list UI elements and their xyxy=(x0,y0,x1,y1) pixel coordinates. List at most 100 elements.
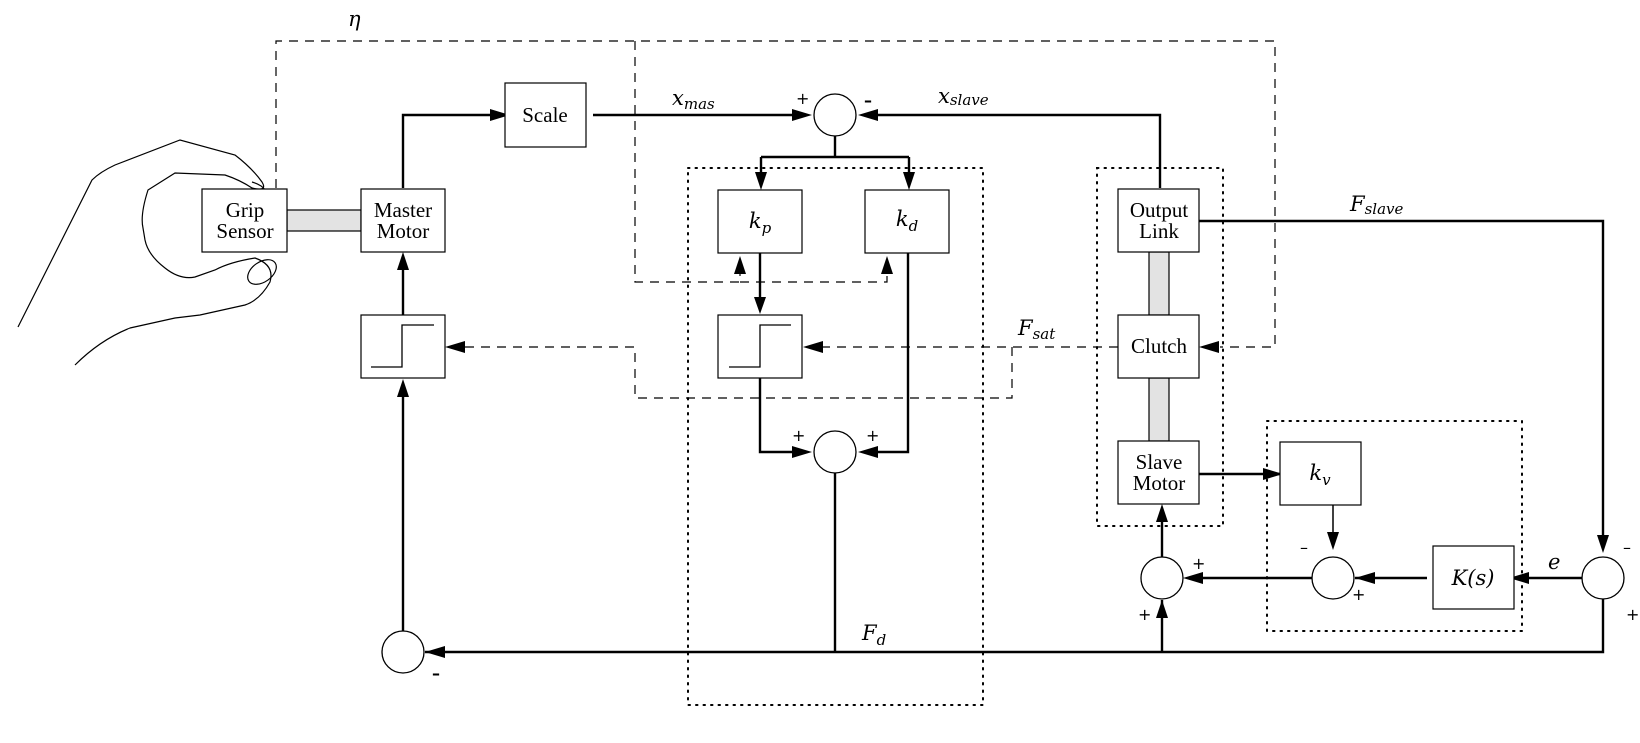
kd-label: k xyxy=(896,207,909,231)
controller-ks-block[interactable]: K(s) xyxy=(1432,545,1515,610)
svg-text:xmas: xmas xyxy=(672,86,715,113)
fd-sub: d xyxy=(877,631,887,649)
arrow-to-sat xyxy=(754,297,766,314)
sign-minus: – xyxy=(1623,538,1631,557)
slave-motor-label-1: Slave xyxy=(1136,450,1183,474)
sign-plus: + xyxy=(792,426,805,445)
kv-sub: v xyxy=(1322,471,1331,489)
arrow-dashed-to-sat xyxy=(803,341,823,353)
velocity-sum[interactable] xyxy=(1311,556,1355,600)
fslave-sub: slave xyxy=(1365,200,1404,218)
arrow-to-ks xyxy=(1509,572,1529,584)
arrow-xslave xyxy=(858,109,878,121)
slave-controller-group xyxy=(1266,420,1523,632)
saturation-icon xyxy=(371,324,434,368)
kp-label: k xyxy=(749,209,762,233)
arrow-dashed-to-kp xyxy=(734,256,746,274)
svg-text:Fd: Fd xyxy=(861,621,886,649)
master-motor-label-1: Master xyxy=(374,198,432,222)
output-link-label-1: Output xyxy=(1130,198,1189,222)
arrow-to-slave-motor xyxy=(1156,504,1168,522)
output-clutch-shaft xyxy=(1148,251,1170,316)
eta-dashed-path xyxy=(275,40,1276,348)
fsat-return-dashed-path xyxy=(465,346,1013,399)
arrow-dashed-to-master-sat xyxy=(445,341,465,353)
slave-motor-label-2: Motor xyxy=(1133,471,1186,495)
arrow-xmas xyxy=(792,109,812,121)
slave-motor-block[interactable]: Slave Motor xyxy=(1117,440,1200,505)
arrow-to-kd xyxy=(903,172,915,190)
master-motor-label-2: Motor xyxy=(377,219,430,243)
arrow-fd-to-slave-sum xyxy=(1156,600,1168,618)
master-motor-block[interactable]: Master Motor xyxy=(360,188,446,253)
solid-wires xyxy=(401,113,1605,654)
svg-text:kp: kp xyxy=(749,209,772,237)
arrow-ks-to-sum xyxy=(1355,572,1375,584)
sign-plus: + xyxy=(1352,585,1365,604)
fsat-sub: sat xyxy=(1033,325,1057,343)
kv-block[interactable]: kv xyxy=(1279,441,1362,506)
ks-label: K(s) xyxy=(1451,566,1495,590)
clutch-motor-shaft xyxy=(1148,377,1170,442)
arrow-to-slave-sum xyxy=(1183,572,1203,584)
master-force-sum[interactable] xyxy=(381,630,425,674)
signal-labels: η xmas xslave Fslave Fsat Fd e xyxy=(348,7,1560,649)
arrowheads xyxy=(397,109,1609,658)
eta-label: η xyxy=(348,7,361,31)
arrow-to-kp xyxy=(755,172,767,190)
grip-sensor-label-1: Grip xyxy=(226,198,265,222)
kd-block[interactable]: kd xyxy=(864,189,950,254)
error-sum[interactable] xyxy=(1581,556,1625,600)
fslave-label: F xyxy=(1349,192,1366,216)
svg-text:kd: kd xyxy=(896,207,918,235)
arrow-dashed-to-kd xyxy=(881,256,893,274)
kp-sub: p xyxy=(762,219,772,237)
sign-minus: – xyxy=(1300,538,1308,557)
saturation-icon xyxy=(729,324,791,368)
pd-sum[interactable] xyxy=(813,430,857,474)
slave-device-group xyxy=(1096,167,1224,527)
svg-text:kv: kv xyxy=(1309,461,1331,489)
arrow-to-master-sum xyxy=(425,646,445,658)
arrow-to-master-motor xyxy=(397,252,409,270)
clutch-label: Clutch xyxy=(1131,334,1187,358)
xslave-label: x xyxy=(938,84,950,108)
grip-sensor-label-2: Sensor xyxy=(216,219,273,243)
clutch-block[interactable]: Clutch xyxy=(1117,314,1200,379)
grip-sensor-block[interactable]: Grip Sensor xyxy=(201,188,288,253)
scale-block[interactable]: Scale xyxy=(504,82,587,148)
gain-dashed-path-kd xyxy=(740,262,888,283)
arrow-sum2-right xyxy=(858,446,878,458)
xslave-sub: slave xyxy=(950,91,989,109)
kv-label: k xyxy=(1309,461,1322,485)
kd-sub: d xyxy=(909,217,919,235)
xmas-label: x xyxy=(672,86,684,110)
slave-force-sum[interactable] xyxy=(1140,556,1184,600)
output-link-label-2: Link xyxy=(1139,219,1179,243)
sign-minus: – xyxy=(432,664,440,683)
e-label: e xyxy=(1548,550,1560,574)
kp-block[interactable]: kp xyxy=(717,189,803,254)
master-saturation-block[interactable] xyxy=(360,314,446,379)
master-shaft xyxy=(286,209,362,232)
pd-saturation-block[interactable] xyxy=(717,314,803,379)
sign-plus: + xyxy=(866,426,879,445)
output-link-block[interactable]: Output Link xyxy=(1117,188,1200,253)
scale-label: Scale xyxy=(522,103,567,127)
arrow-to-master-sat xyxy=(397,379,409,397)
position-error-sum[interactable] xyxy=(813,93,857,137)
svg-text:Fslave: Fslave xyxy=(1349,192,1403,218)
sign-plus: + xyxy=(1192,554,1205,573)
arrow-fslave-to-sum xyxy=(1597,535,1609,553)
fd-label: F xyxy=(861,621,878,645)
arrow-kv-to-sum xyxy=(1327,532,1339,550)
arrow-sum2-left xyxy=(792,446,812,458)
svg-text:xslave: xslave xyxy=(938,84,989,109)
svg-text:Fsat: Fsat xyxy=(1017,316,1056,343)
sign-labels: + – + + – + + – + – + xyxy=(432,89,1639,683)
arrow-to-kv xyxy=(1263,468,1283,480)
sign-plus: + xyxy=(1626,605,1639,624)
fsat-label: F xyxy=(1017,316,1034,340)
arrow-to-scale xyxy=(490,109,510,121)
